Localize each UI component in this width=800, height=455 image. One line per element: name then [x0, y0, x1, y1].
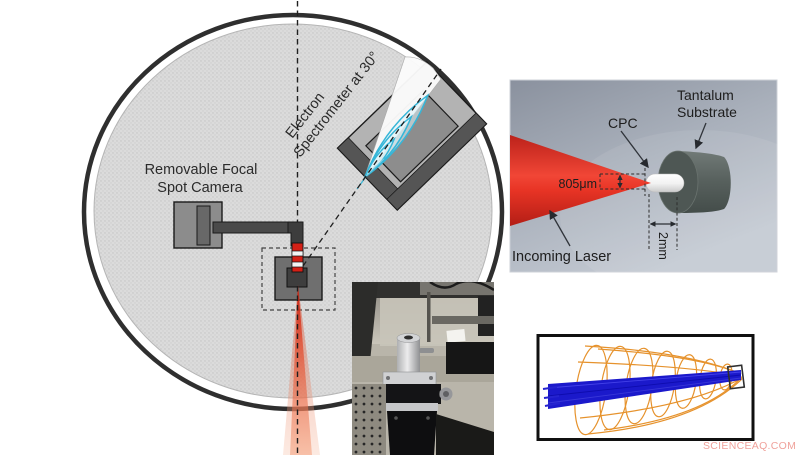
photo-stage-1: [379, 384, 441, 404]
photo-thin-rod: [427, 292, 431, 342]
photo-screw: [426, 416, 430, 420]
substrate-pointer-arrow: [694, 122, 707, 150]
cpc-length-dimension: [648, 194, 678, 250]
photo-cylinder-bore: [404, 335, 413, 340]
cpc-length-label: 2mm: [656, 232, 670, 260]
photo-cpc-holder-stack: [379, 333, 453, 455]
photo-screw: [394, 416, 398, 420]
incoming-laser-label: Incoming Laser: [512, 249, 611, 265]
substrate-label-line2: Substrate: [677, 104, 737, 120]
photo-right-stage: [446, 342, 494, 374]
substrate-label-line1: Tantalum: [677, 87, 734, 103]
photo-base-plate: [382, 371, 437, 386]
simulation-inset: [536, 334, 755, 441]
cpc-pointer-arrow: [620, 130, 649, 169]
photo-side-pin: [419, 348, 434, 353]
laser-cone: [283, 285, 320, 455]
incoming-laser-arrow: [549, 209, 571, 247]
photo-mid-plate: [380, 403, 438, 411]
photo-stage-2: [387, 411, 437, 455]
beam-diameter-arrow: [617, 174, 623, 189]
laser-cone-core: [290, 285, 312, 455]
target-holder-column: [291, 242, 304, 273]
photo-optical-table: [352, 384, 386, 455]
exit-target-outline: [726, 364, 746, 390]
photo-inset: [352, 282, 494, 455]
photo-screw: [429, 376, 433, 380]
watermark-text: SCIENCEAQ.COM: [703, 440, 796, 452]
camera-label-line2: Spot Camera: [157, 180, 243, 196]
spectrometer-axis-line: [302, 68, 442, 267]
camera-label: Removable Focal Spot Camera: [145, 162, 258, 196]
focal-spot-camera: [173, 201, 304, 249]
photo-bright-reflection: [446, 328, 466, 343]
camera-sensor-slab: [196, 205, 211, 246]
photo-horizontal-bar: [432, 316, 494, 324]
photo-left-post: [352, 282, 378, 362]
camera-arm-elbow: [287, 221, 304, 247]
cpc-length-arrow: [649, 221, 677, 227]
photo-bottom-right-dark: [436, 414, 494, 455]
photo-screw: [386, 376, 390, 380]
cpc-render-panel: 805μm 2mm CPC Tantalum Substrate Incomin…: [509, 79, 800, 300]
photo-cables: [429, 282, 494, 292]
camera-label-line1: Removable Focal: [145, 162, 258, 178]
spectrometer-base-edge: [386, 112, 488, 211]
cpc-rod: [645, 173, 685, 193]
photo-silver-cylinder: [397, 337, 420, 374]
render-laser-cone: [510, 135, 651, 226]
photo-adjust-knob-center: [443, 391, 449, 397]
ray-bundle: [542, 370, 742, 409]
substrate-label: Tantalum Substrate: [677, 87, 737, 120]
camera-arm: [212, 221, 297, 234]
cpc-label: CPC: [608, 115, 638, 131]
beam-diameter-label: 805μm: [559, 177, 597, 191]
beam-diameter-dimension: [599, 168, 646, 196]
